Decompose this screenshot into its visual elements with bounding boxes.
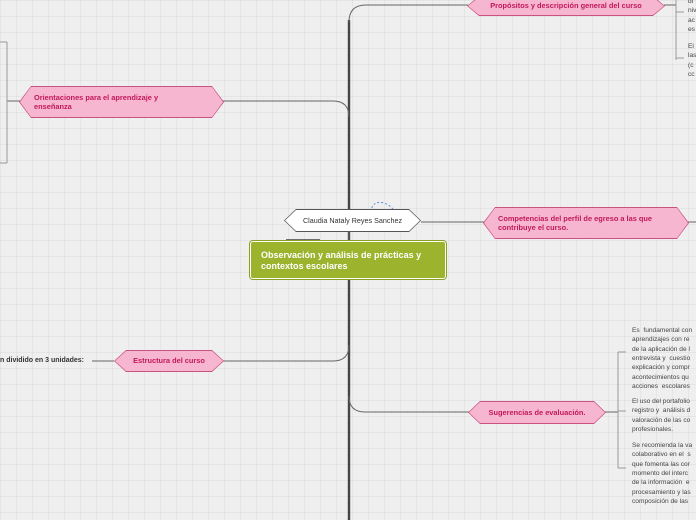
sugerencias-note-3: Se recomienda la va colaborativo en el s… bbox=[632, 442, 693, 506]
branch-competencias-label: Competencias del perfil de egreso a las … bbox=[484, 208, 688, 238]
sugerencias-note-1: Es fundamental con aprendizajes con re d… bbox=[632, 327, 693, 391]
author-node[interactable]: Claudia Nataly Reyes Sanchez bbox=[284, 209, 421, 232]
branch-orientaciones[interactable]: Orientaciones para el aprendizaje y ense… bbox=[19, 86, 224, 118]
central-topic[interactable]: Observación y análisis de prácticas y co… bbox=[250, 241, 446, 279]
branch-orientaciones-label: Orientaciones para el aprendizaje y ense… bbox=[20, 87, 223, 117]
propositos-note-2: El las (c cc bbox=[688, 43, 696, 79]
author-name: Claudia Nataly Reyes Sanchez bbox=[285, 210, 420, 231]
branch-sugerencias[interactable]: Sugerencias de evaluación. bbox=[468, 401, 606, 424]
branch-estructura-label: Estructura del curso bbox=[115, 351, 223, 371]
branch-propositos-label: Propósitos y descripción general del cur… bbox=[468, 0, 664, 15]
propositos-note-1: di niv ac es bbox=[688, 0, 696, 34]
estructura-detail: n dividido en 3 unidades: bbox=[0, 357, 85, 364]
sugerencias-note-2: El uso del portafolio registro y análisi… bbox=[632, 398, 691, 434]
branch-competencias[interactable]: Competencias del perfil de egreso a las … bbox=[483, 207, 689, 239]
branch-propositos[interactable]: Propósitos y descripción general del cur… bbox=[467, 0, 665, 16]
branch-estructura[interactable]: Estructura del curso bbox=[114, 350, 224, 372]
branch-sugerencias-label: Sugerencias de evaluación. bbox=[469, 402, 605, 423]
